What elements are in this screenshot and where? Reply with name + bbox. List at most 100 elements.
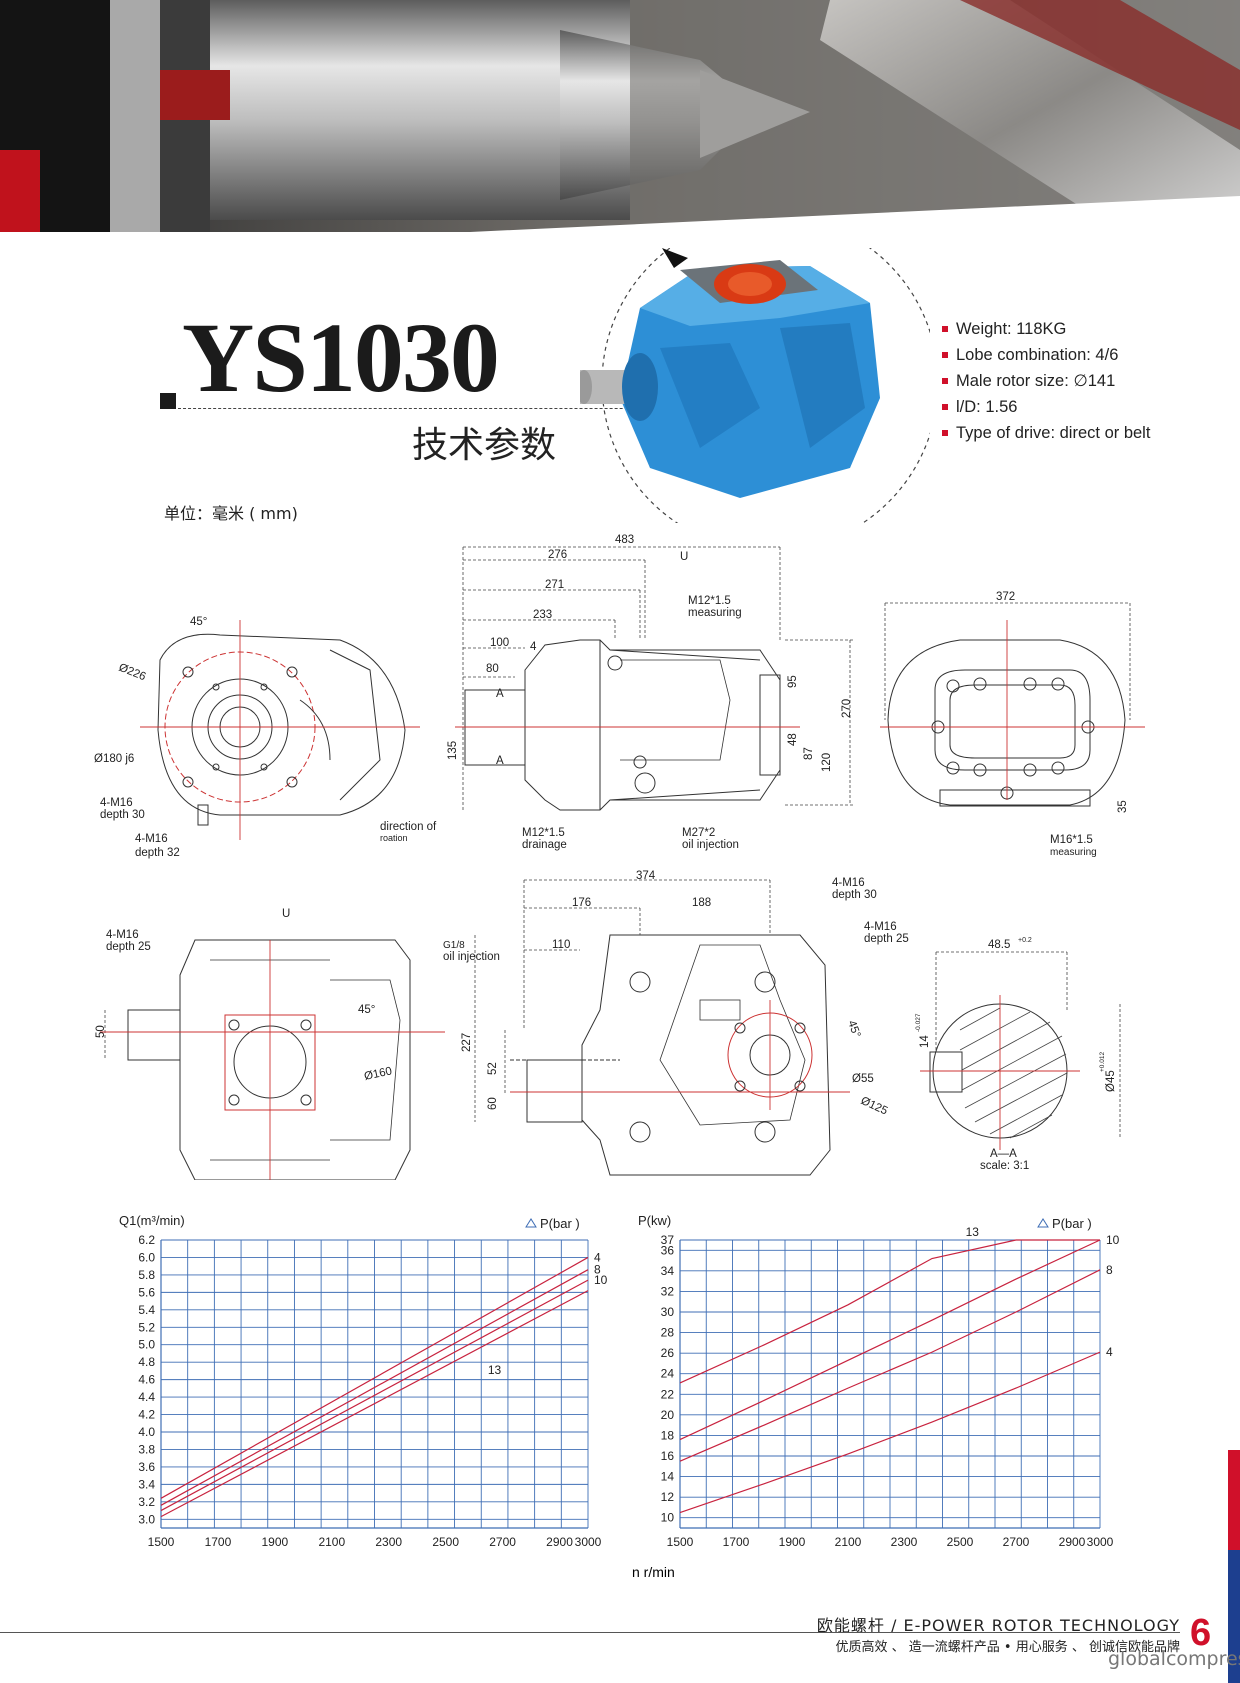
dim-side-87: 87 bbox=[803, 747, 815, 760]
footer-brand: 欧能螺杆 / E-POWER ROTOR TECHNOLOGY bbox=[816, 1616, 1180, 1635]
bullet-square-icon bbox=[942, 403, 948, 410]
y-tick-label: 5.8 bbox=[138, 1268, 155, 1282]
dim-side-271: 271 bbox=[545, 579, 564, 591]
dim-side-270: 270 bbox=[841, 699, 853, 718]
dim-top-50: 50 bbox=[95, 1025, 107, 1038]
spec-item: Weight: 118KG bbox=[942, 316, 1150, 342]
spec-item: Lobe combination: 4/6 bbox=[942, 342, 1150, 368]
technical-drawings: 45° Ø226 Ø180 j6 4-M16 depth 30 4-M16 de… bbox=[94, 534, 1145, 1180]
y-axis-label: Q1(m³/min) bbox=[119, 1213, 185, 1228]
dim-rear-52: 52 bbox=[487, 1062, 499, 1075]
x-tick-label: 2900 bbox=[1059, 1535, 1086, 1549]
dim-side-233: 233 bbox=[533, 609, 552, 621]
y-tick-label: 36 bbox=[661, 1243, 675, 1257]
series-line-13 bbox=[679, 1239, 1100, 1384]
dim-front-bolt1-depth: depth 30 bbox=[100, 809, 145, 821]
series-label: 13 bbox=[966, 1225, 980, 1239]
dim-section-scale: scale: 3:1 bbox=[980, 1160, 1029, 1172]
x-tick-label: 2500 bbox=[947, 1535, 974, 1549]
dim-rear-374: 374 bbox=[636, 870, 656, 882]
y-tick-label: 4.4 bbox=[138, 1390, 155, 1404]
x-tick-label: 2900 bbox=[546, 1535, 573, 1549]
dim-section-dia-tol: +0.012 bbox=[1099, 1052, 1106, 1072]
y-tick-label: 32 bbox=[661, 1284, 675, 1298]
series-label: 8 bbox=[594, 1263, 601, 1277]
series-label: 4 bbox=[1106, 1345, 1113, 1359]
series-line-10 bbox=[679, 1239, 1101, 1441]
centerlines bbox=[100, 620, 1145, 1180]
watermark-logo-text: globalcompressor bbox=[1108, 1648, 1240, 1670]
y-tick-label: 3.4 bbox=[138, 1477, 155, 1491]
dim-front-angle: 45° bbox=[190, 616, 207, 628]
y-tick-label: 12 bbox=[661, 1490, 675, 1504]
x-tick-label: 1500 bbox=[148, 1535, 175, 1549]
dim-front-rotation: direction of bbox=[380, 821, 437, 833]
dim-side-drain: M12*1.5 bbox=[522, 827, 565, 839]
dim-side-oil: M27*2 bbox=[682, 827, 715, 839]
dim-side-measure: M12*1.5 bbox=[688, 595, 731, 607]
title-square-marker bbox=[160, 393, 176, 409]
dim-rear-dia55: Ø55 bbox=[852, 1073, 874, 1085]
y-tick-label: 3.8 bbox=[138, 1442, 155, 1456]
page-number: 6 bbox=[1190, 1612, 1212, 1654]
y-tick-label: 34 bbox=[661, 1264, 675, 1278]
dim-side-80: 80 bbox=[486, 663, 499, 675]
series-line-8 bbox=[679, 1269, 1101, 1462]
x-tick-label: 1700 bbox=[205, 1535, 232, 1549]
dim-end-372: 372 bbox=[996, 591, 1015, 603]
y-tick-label: 4.6 bbox=[138, 1373, 155, 1387]
drawing-rear-view bbox=[526, 934, 831, 1176]
drawing-front-view bbox=[157, 633, 406, 826]
x-tick-label: 3000 bbox=[575, 1535, 602, 1549]
x-tick-label: 2300 bbox=[375, 1535, 402, 1549]
y-tick-label: 6.0 bbox=[138, 1250, 155, 1264]
y-tick-label: 14 bbox=[661, 1470, 675, 1484]
y-tick-label: 3.2 bbox=[138, 1495, 155, 1509]
legend-label: P(bar ) bbox=[1052, 1216, 1092, 1231]
y-tick-label: 4.0 bbox=[138, 1425, 155, 1439]
dim-side-48: 48 bbox=[787, 733, 799, 746]
x-tick-label: 2100 bbox=[835, 1535, 862, 1549]
dim-side-drain-sub: drainage bbox=[522, 839, 567, 851]
dim-section-dia: Ø45 bbox=[1105, 1070, 1117, 1092]
dim-rear-bolt-b-depth: depth 25 bbox=[864, 933, 909, 945]
side-accent-blue bbox=[1228, 1550, 1240, 1683]
x-tick-label: 1500 bbox=[667, 1535, 694, 1549]
x-tick-label: 2100 bbox=[318, 1535, 345, 1549]
series-label: 4 bbox=[594, 1250, 601, 1264]
y-tick-label: 4.2 bbox=[138, 1408, 155, 1422]
dim-front-bolt1: 4-M16 bbox=[100, 797, 133, 809]
series-line-8 bbox=[160, 1269, 589, 1506]
dim-end-thread-sub: measuring bbox=[1050, 847, 1097, 858]
dim-section-key: 14 bbox=[919, 1035, 931, 1048]
y-tick-label: 5.6 bbox=[138, 1285, 155, 1299]
dim-top-bolt: 4-M16 bbox=[106, 929, 139, 941]
y-tick-label: 22 bbox=[661, 1387, 675, 1401]
spec-item: Male rotor size: ∅141 bbox=[942, 368, 1150, 394]
dim-side-u: U bbox=[680, 551, 688, 563]
dim-section-title: A—A bbox=[990, 1148, 1017, 1160]
x-tick-label: 2500 bbox=[432, 1535, 459, 1549]
dim-rear-g18-sub: oil injection bbox=[443, 951, 500, 963]
dim-front-bolt2-depth: depth 32 bbox=[135, 847, 180, 859]
x-tick-label: 2300 bbox=[891, 1535, 918, 1549]
x-tick-label: 2700 bbox=[1003, 1535, 1030, 1549]
y-axis-label: P(kw) bbox=[638, 1213, 671, 1228]
footer-rule bbox=[0, 1632, 1180, 1633]
dim-rear-dia125: Ø125 bbox=[859, 1095, 890, 1118]
dim-side-276: 276 bbox=[548, 549, 567, 561]
title-subtitle: 技术参数 bbox=[412, 425, 557, 466]
y-tick-label: 3.6 bbox=[138, 1460, 155, 1474]
dimension-lines bbox=[104, 546, 1131, 1138]
unit-label: 单位：毫米 ( mm) bbox=[164, 504, 298, 523]
model-title: YS1030 bbox=[182, 302, 500, 413]
dim-side-4: 4 bbox=[530, 641, 537, 653]
bullet-square-icon bbox=[942, 325, 948, 332]
performance-charts: 3.03.23.43.63.84.04.24.44.64.85.05.25.45… bbox=[119, 1213, 1120, 1580]
y-tick-label: 24 bbox=[661, 1367, 675, 1381]
series-label: 10 bbox=[594, 1273, 608, 1287]
dim-section-key-tol: -0.027 bbox=[915, 1013, 922, 1032]
y-tick-label: 37 bbox=[661, 1233, 675, 1247]
dim-top-angle: 45° bbox=[358, 1004, 375, 1016]
drawing-side-view bbox=[464, 639, 781, 811]
